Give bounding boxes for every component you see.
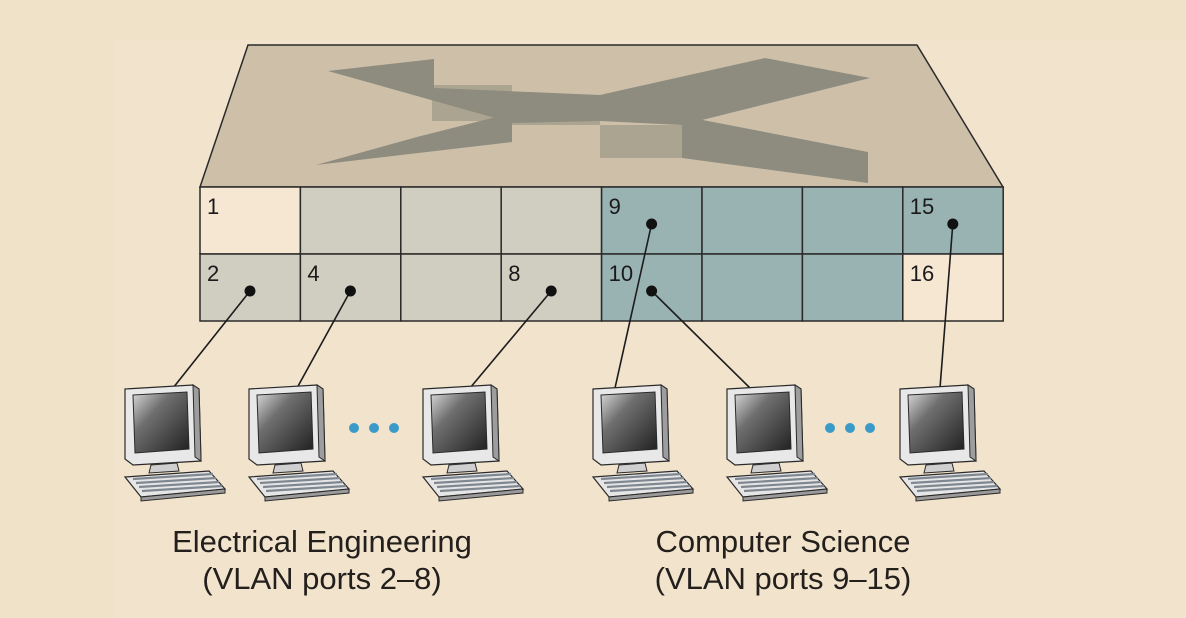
port-connector	[344, 285, 356, 297]
port-connector	[545, 285, 557, 297]
cable-links	[172, 218, 959, 389]
cs-group-subtitle: (VLAN ports 9–15)	[654, 561, 912, 596]
port-number-label: 8	[508, 261, 520, 286]
port-number-label: 2	[207, 261, 219, 286]
switch-port	[400, 186, 502, 255]
port-number-label: 16	[910, 261, 934, 286]
port-grid: 1 9 15 2 4 8 10 16	[199, 186, 1004, 322]
cable	[469, 290, 552, 389]
desktop-computer-icon	[898, 384, 1002, 502]
port-connector	[947, 218, 959, 230]
port-number-label: 9	[609, 194, 621, 219]
switch-port	[701, 253, 804, 322]
port-number-label: 10	[609, 261, 633, 286]
cable	[939, 223, 954, 389]
switch-port	[701, 186, 804, 255]
ellipsis-dots-icon	[349, 423, 399, 433]
cable	[172, 290, 251, 389]
desktop-computer-icon	[247, 384, 351, 502]
desktop-computer-icon	[123, 384, 227, 502]
desktop-computer-icon	[421, 384, 525, 502]
switch-port	[299, 186, 402, 255]
ethernet-switch-icon	[316, 58, 870, 183]
switch-port	[500, 186, 603, 255]
port-number-label: 4	[307, 261, 319, 286]
cs-group-title: Computer Science	[655, 524, 911, 559]
switch-port	[400, 253, 502, 322]
switch-port	[902, 253, 1004, 322]
cable	[614, 223, 653, 389]
port-number-label: 15	[910, 194, 934, 219]
port-connector	[646, 285, 658, 297]
switch-port	[801, 253, 904, 322]
ee-group-caption: Electrical Engineering (VLAN ports 2–8)	[112, 523, 532, 597]
ellipsis-dots-icon	[825, 423, 875, 433]
port-number-label: 1	[207, 194, 219, 219]
computers	[123, 384, 1002, 502]
desktop-computer-icon	[725, 384, 829, 502]
cable	[296, 290, 352, 389]
switch-port	[199, 186, 302, 255]
port-connector	[244, 285, 256, 297]
cs-group-caption: Computer Science (VLAN ports 9–15)	[573, 523, 993, 597]
desktop-computer-icon	[591, 384, 695, 502]
ee-group-title: Electrical Engineering	[172, 524, 472, 559]
ee-group-subtitle: (VLAN ports 2–8)	[202, 561, 442, 596]
port-connector	[646, 218, 658, 230]
switch-port	[801, 186, 904, 255]
cable	[651, 290, 751, 389]
